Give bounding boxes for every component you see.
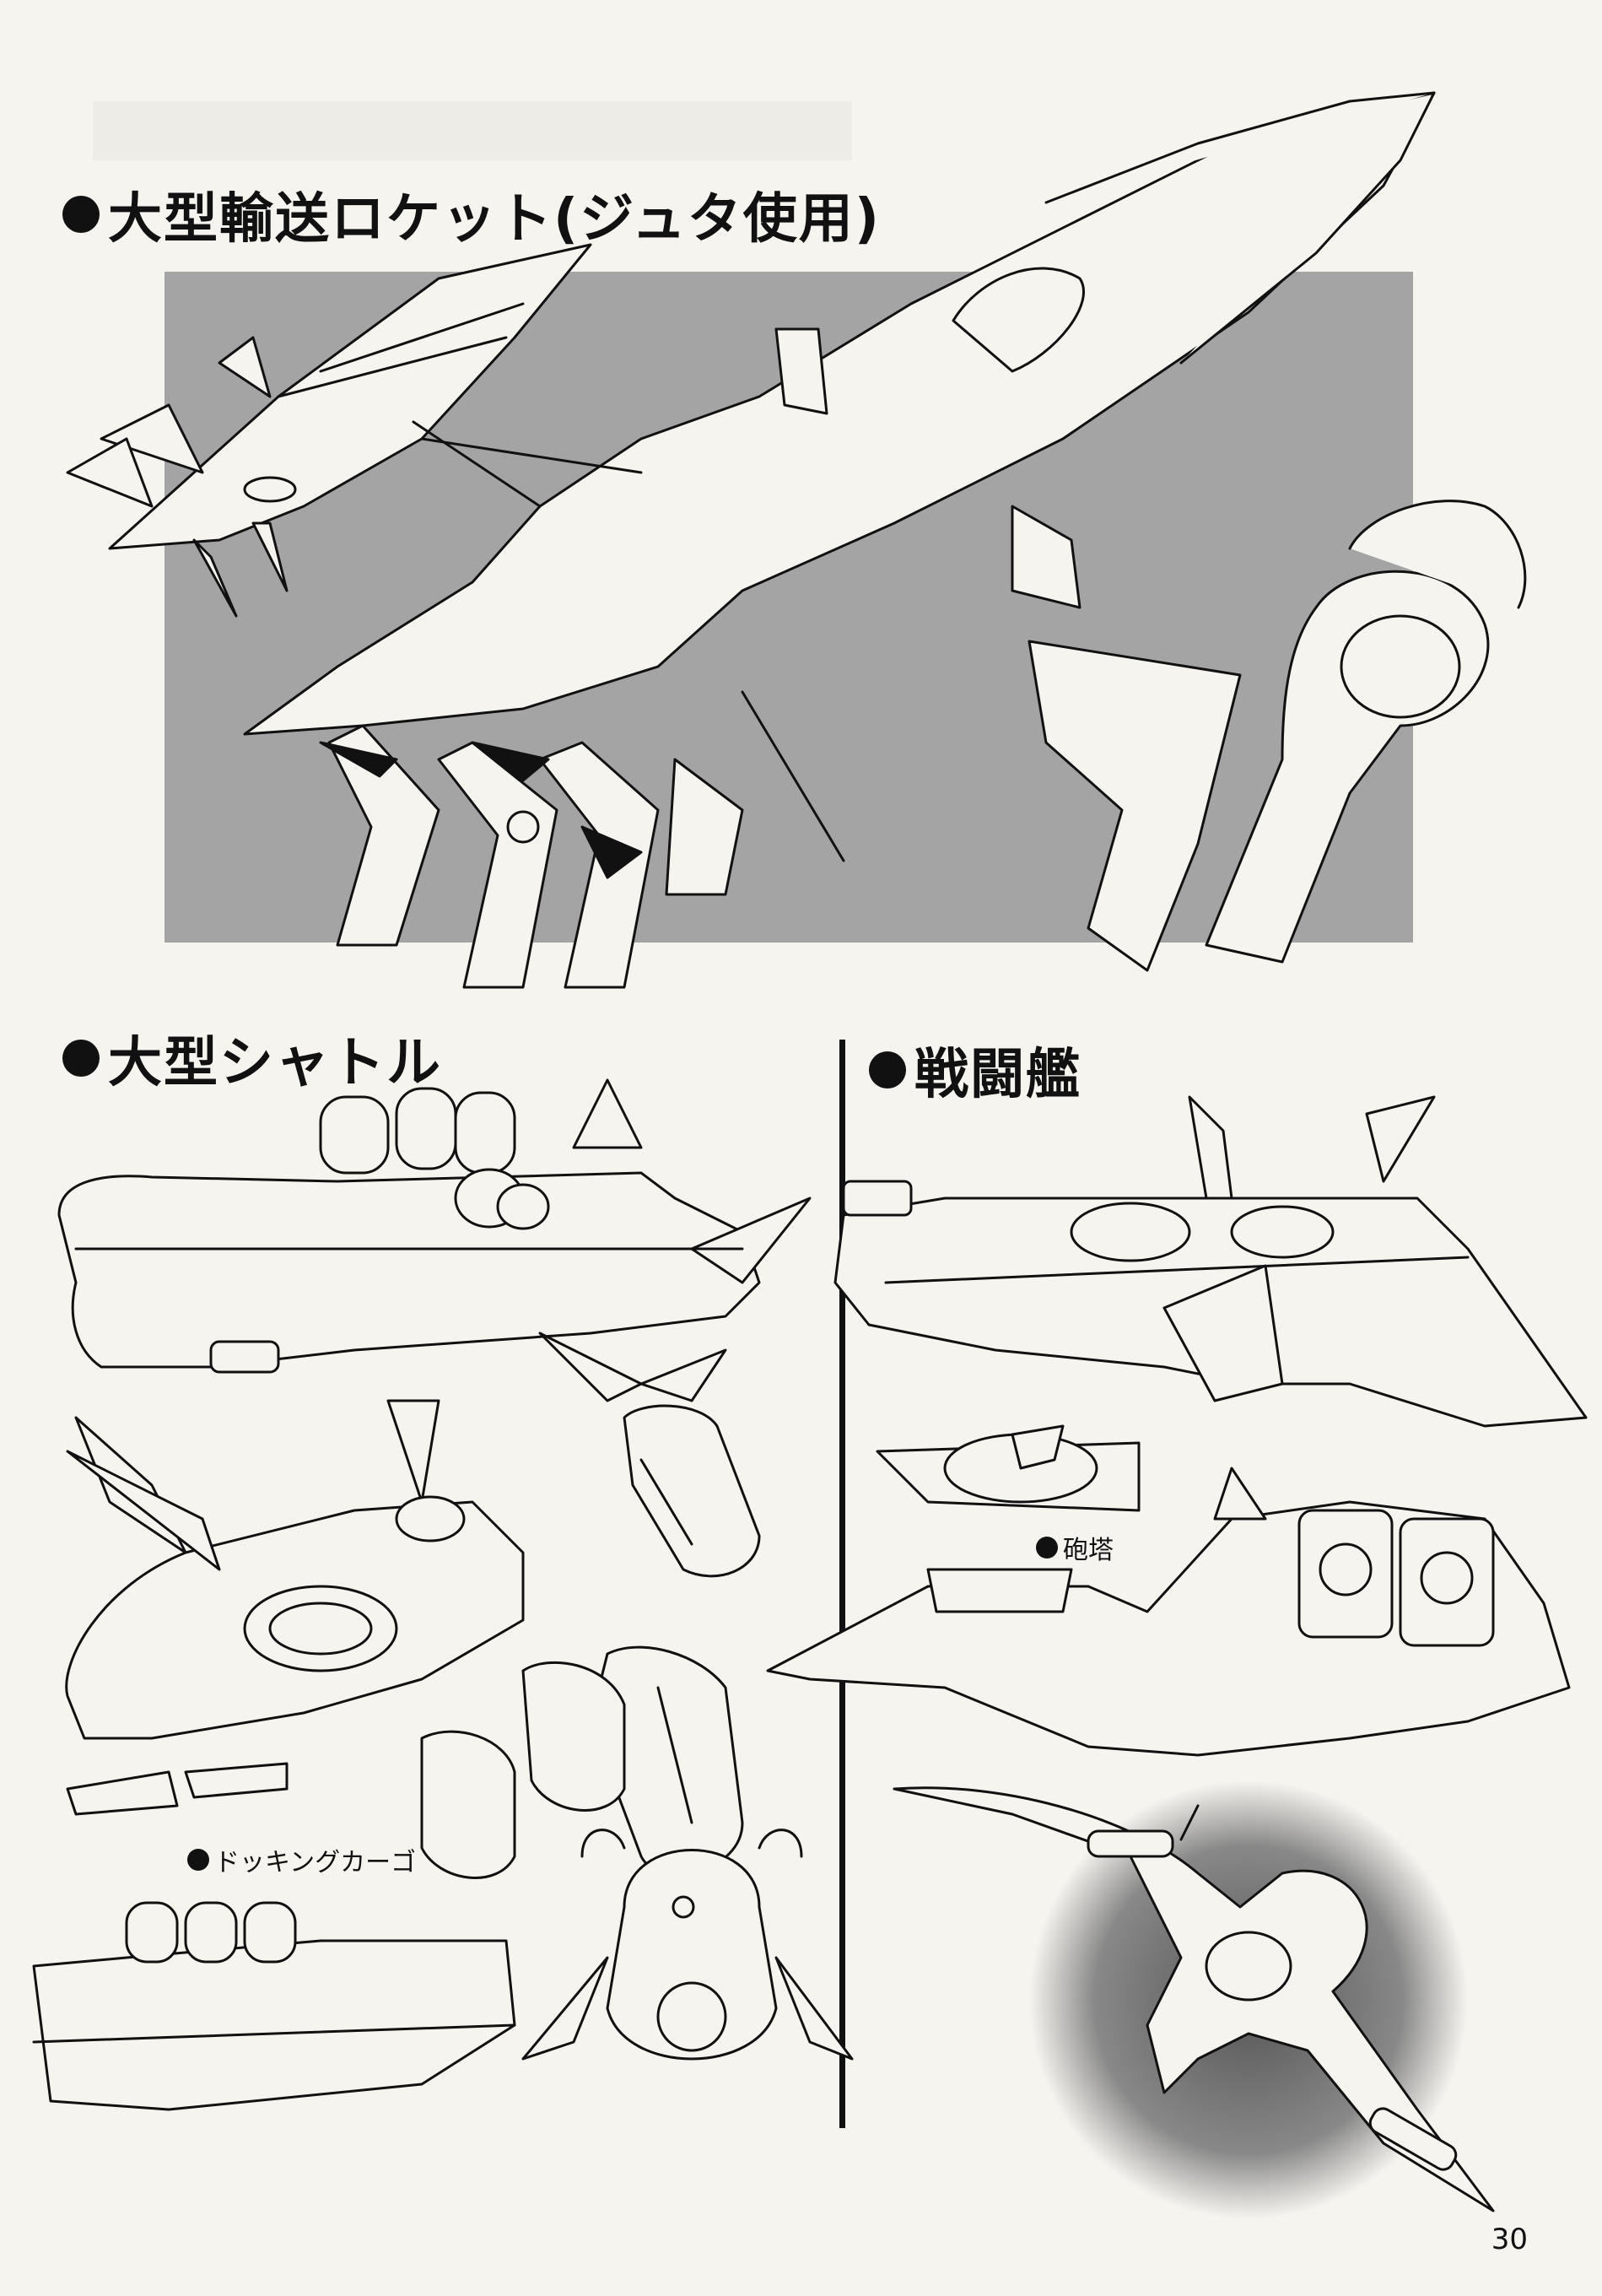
battleship-section-heading: 戦闘艦 <box>869 1031 1081 1109</box>
rocket-section-heading: 大型輸送ロケット(ジュタ使用) <box>62 176 881 253</box>
battleship-perspective-drawing <box>766 1467 1571 1757</box>
rocket-title: 大型輸送ロケット(ジュタ使用) <box>108 188 882 251</box>
large-rocket-drawing <box>243 91 1436 989</box>
bullet-icon <box>62 1040 100 1077</box>
shuttle-rear-view-drawing <box>32 1829 854 2111</box>
turret-label: 砲塔 <box>1063 1536 1114 1565</box>
shuttle-perspective-drawing <box>65 1399 525 1816</box>
section-divider <box>839 1040 845 2128</box>
page-number: 30 <box>1491 2223 1528 2256</box>
small-rocket-drawing <box>66 243 592 618</box>
battleship-top-drawing <box>833 1095 1588 1428</box>
bullet-icon <box>869 1051 906 1089</box>
docking-cargo-drawing <box>420 1404 761 1879</box>
turret-drawing <box>876 1424 1141 1512</box>
rocket-tail-drawing <box>1028 500 1527 972</box>
bullet-icon <box>62 196 100 233</box>
shuttle-title: 大型シャトル <box>108 1032 442 1094</box>
docking-cargo-caption: ドッキングカーゴ <box>187 1841 416 1878</box>
battleship-title: 戦闘艦 <box>914 1044 1081 1106</box>
shuttle-section-heading: 大型シャトル <box>62 1019 442 1097</box>
turret-caption: 砲塔 <box>1036 1529 1114 1566</box>
bullet-icon <box>187 1849 209 1871</box>
docking-cargo-label: ドッキングカーゴ <box>214 1848 417 1877</box>
bullet-icon <box>1036 1537 1058 1559</box>
shuttle-side-view-drawing <box>57 1078 812 1402</box>
battleship-front-drawing <box>893 1786 1495 2212</box>
